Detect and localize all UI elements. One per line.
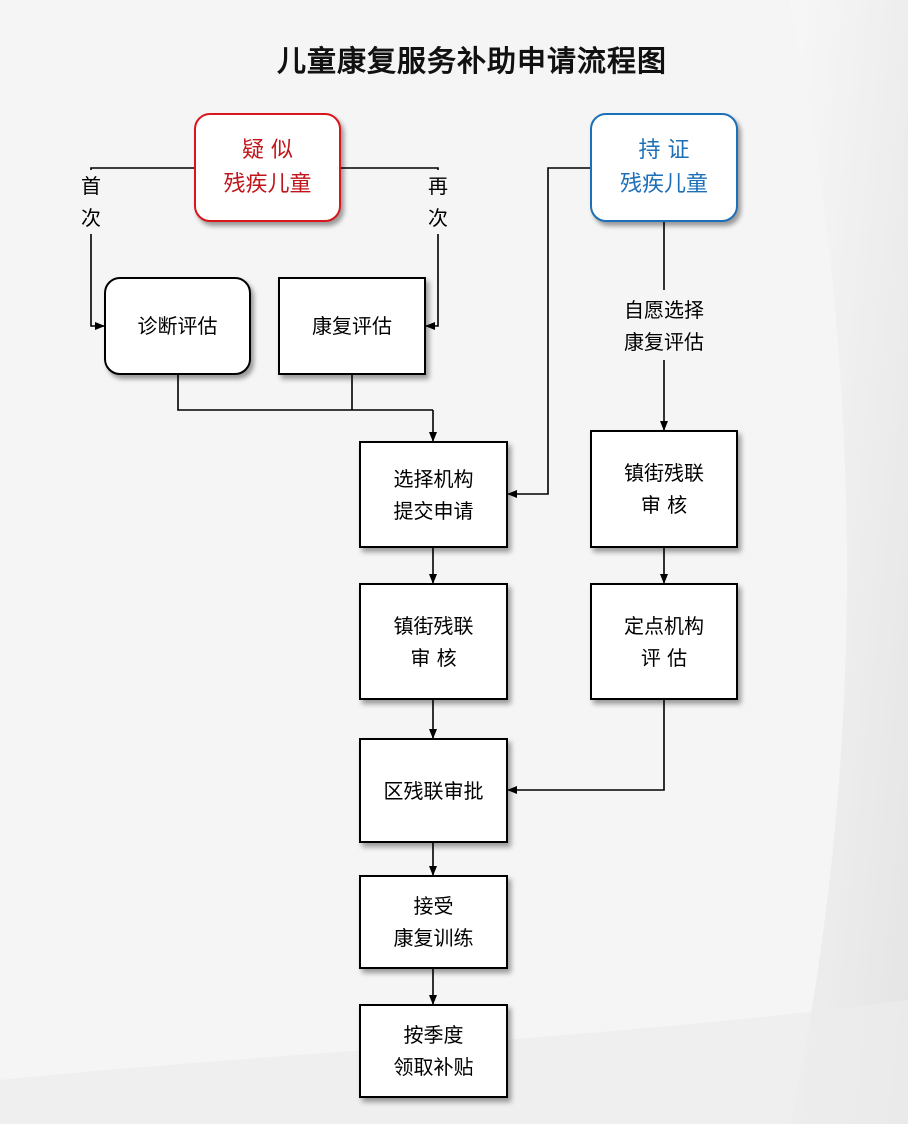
arrow-again	[341, 167, 439, 330]
node-training-line2: 康复训练	[393, 926, 474, 950]
node-district-approval: 区残联审批	[359, 738, 508, 843]
node-quarterly-subsidy: 按季度 领取补贴	[359, 1004, 508, 1098]
node-rehab-assessment: 康复评估	[278, 277, 426, 375]
arrow-certified-to-select	[507, 167, 590, 498]
node-certified-line2: 残疾儿童	[619, 171, 708, 197]
node-suspected-disabled-child: 疑 似 残疾儿童	[194, 113, 341, 222]
label-again-line2: 次	[428, 206, 448, 230]
node-certified-disabled-child: 持 证 残疾儿童	[590, 113, 738, 222]
node-district-line1: 区残联审批	[383, 778, 484, 803]
label-first-time: 首 次	[78, 170, 104, 234]
node-certified-line1: 持 证	[638, 137, 690, 163]
node-subsidy-line1: 按季度	[403, 1023, 464, 1047]
node-town-left-line1: 镇街残联	[393, 613, 474, 638]
node-diagnosis-assessment: 诊断评估	[104, 277, 251, 375]
node-receive-rehab-training: 接受 康复训练	[359, 875, 508, 969]
node-training-line1: 接受	[413, 894, 454, 918]
label-again-line1: 再	[428, 174, 448, 198]
label-first-time-line1: 首	[81, 174, 101, 198]
node-rehab-assess-line1: 康复评估	[312, 314, 392, 338]
label-voluntary-line1: 自愿选择	[624, 298, 704, 322]
label-again: 再 次	[425, 170, 451, 234]
node-suspected-line1: 疑 似	[242, 137, 293, 163]
node-select-org-submit: 选择机构 提交申请	[359, 441, 508, 548]
node-designated-line1: 定点机构	[624, 613, 704, 638]
diagram-title: 儿童康复服务补助申请流程图	[276, 44, 667, 78]
node-town-review-left: 镇街残联 审 核	[359, 583, 508, 700]
label-voluntary-line2: 康复评估	[624, 330, 704, 354]
label-first-time-line2: 次	[81, 206, 101, 230]
node-suspected-line2: 残疾儿童	[223, 171, 312, 197]
node-subsidy-line2: 领取补贴	[393, 1055, 474, 1079]
node-diagnosis-line1: 诊断评估	[137, 314, 218, 338]
node-town-right-line2: 审 核	[640, 493, 688, 517]
node-select-org-line1: 选择机构	[393, 466, 474, 491]
node-town-review-right: 镇街残联 审 核	[590, 430, 738, 548]
node-designated-org-assessment: 定点机构 评 估	[590, 583, 738, 700]
node-designated-line2: 评 估	[640, 645, 688, 670]
line-diagnosis-merge	[177, 375, 433, 411]
label-voluntary-rehab-assessment: 自愿选择 康复评估	[600, 294, 728, 358]
arrow-first-time	[90, 167, 194, 330]
node-select-org-line2: 提交申请	[393, 498, 474, 523]
arrow-designated-to-district	[507, 700, 665, 794]
node-town-left-line2: 审 核	[410, 645, 457, 670]
node-town-right-line1: 镇街残联	[624, 461, 704, 485]
